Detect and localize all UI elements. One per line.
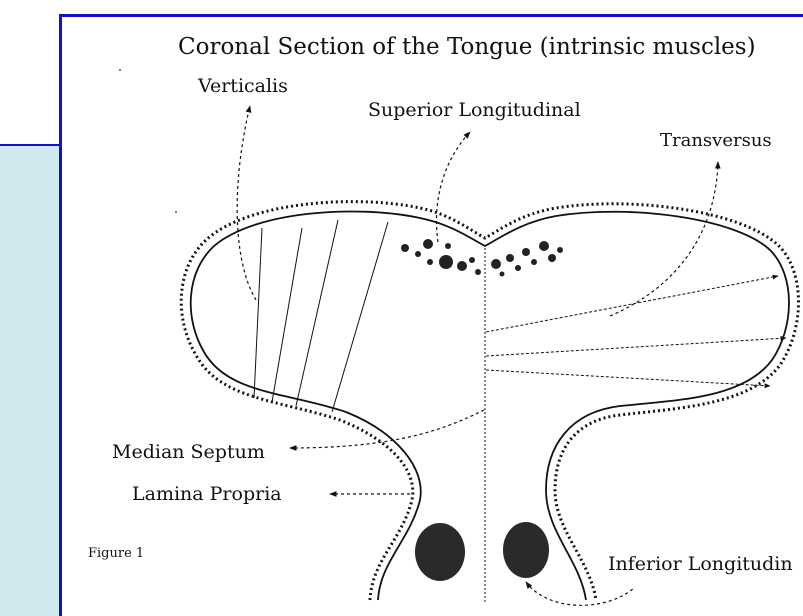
label-inferior-longitudinal: Inferior Longitudin — [608, 553, 793, 575]
label-lamina-propria: Lamina Propria — [132, 483, 282, 505]
label-median-septum: Median Septum — [112, 441, 265, 463]
speck — [119, 69, 121, 71]
label-verticalis: Verticalis — [197, 75, 288, 97]
tongue-outline — [181, 202, 798, 600]
label-transversus: Transversus — [660, 130, 772, 151]
inferior-longitudinal-bundles — [415, 522, 549, 581]
speck — [175, 211, 177, 213]
figure-caption: Figure 1 — [88, 546, 144, 561]
diagram-title: Coronal Section of the Tongue (intrinsic… — [178, 34, 756, 60]
median-septum-pointer — [290, 410, 484, 448]
verticalis-fibres — [254, 220, 388, 412]
transversus-pointer — [610, 162, 718, 316]
label-superior-longitudinal: Superior Longitudinal — [368, 99, 581, 121]
verticalis-pointer — [237, 106, 256, 300]
inferior-longitudinal-pointer — [526, 582, 634, 605]
transversus-fibres — [486, 276, 786, 386]
superior-longitudinal-pointer — [436, 132, 470, 242]
